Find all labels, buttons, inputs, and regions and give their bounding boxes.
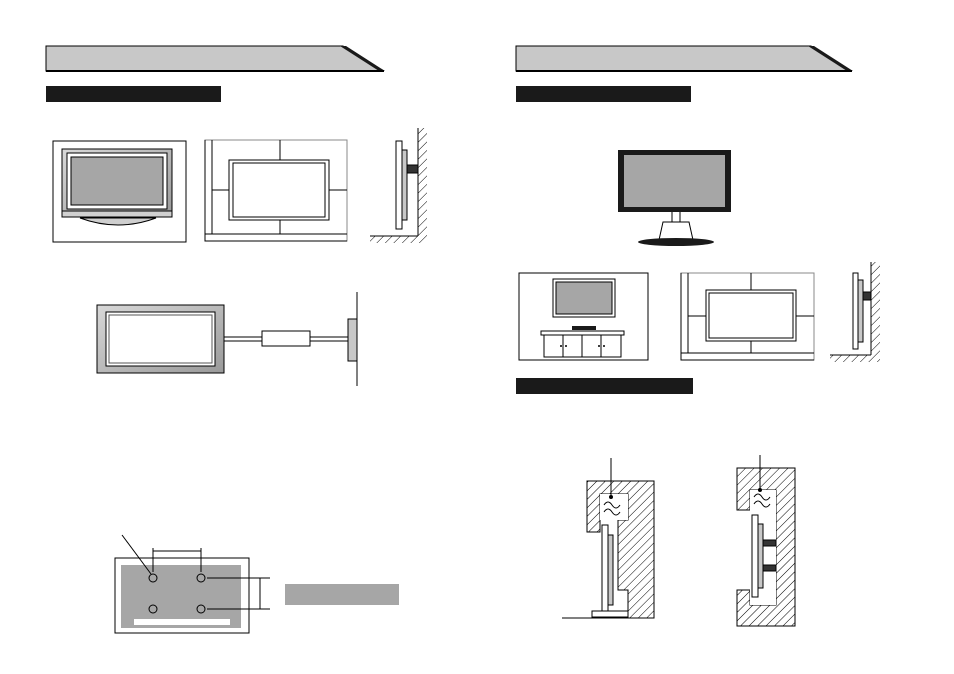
right-section-bar-2 (516, 378, 693, 394)
right-header-bar (515, 45, 853, 72)
ventilation-stand-figure (562, 458, 655, 619)
left-page (45, 45, 427, 634)
left-section-bar (46, 86, 221, 102)
desktop-tv-figure (618, 150, 731, 246)
right-page (515, 45, 880, 627)
ventilation-wall-figure (736, 455, 796, 627)
tv-on-cabinet-figure (518, 272, 649, 361)
tv-clearance-front-figure (680, 272, 815, 361)
tv-with-stand-figure (52, 140, 187, 243)
right-section-bar-1 (516, 86, 691, 102)
vesa-hole-pattern-figure (114, 534, 270, 634)
wall-clearance-front-figure (204, 139, 348, 242)
tv-side-wall-profile-figure (830, 262, 880, 362)
vesa-label-box (285, 584, 399, 605)
wall-arm-mount-figure (96, 292, 358, 386)
wall-mount-side-profile-figure (370, 128, 427, 243)
left-header-bar (45, 45, 385, 72)
